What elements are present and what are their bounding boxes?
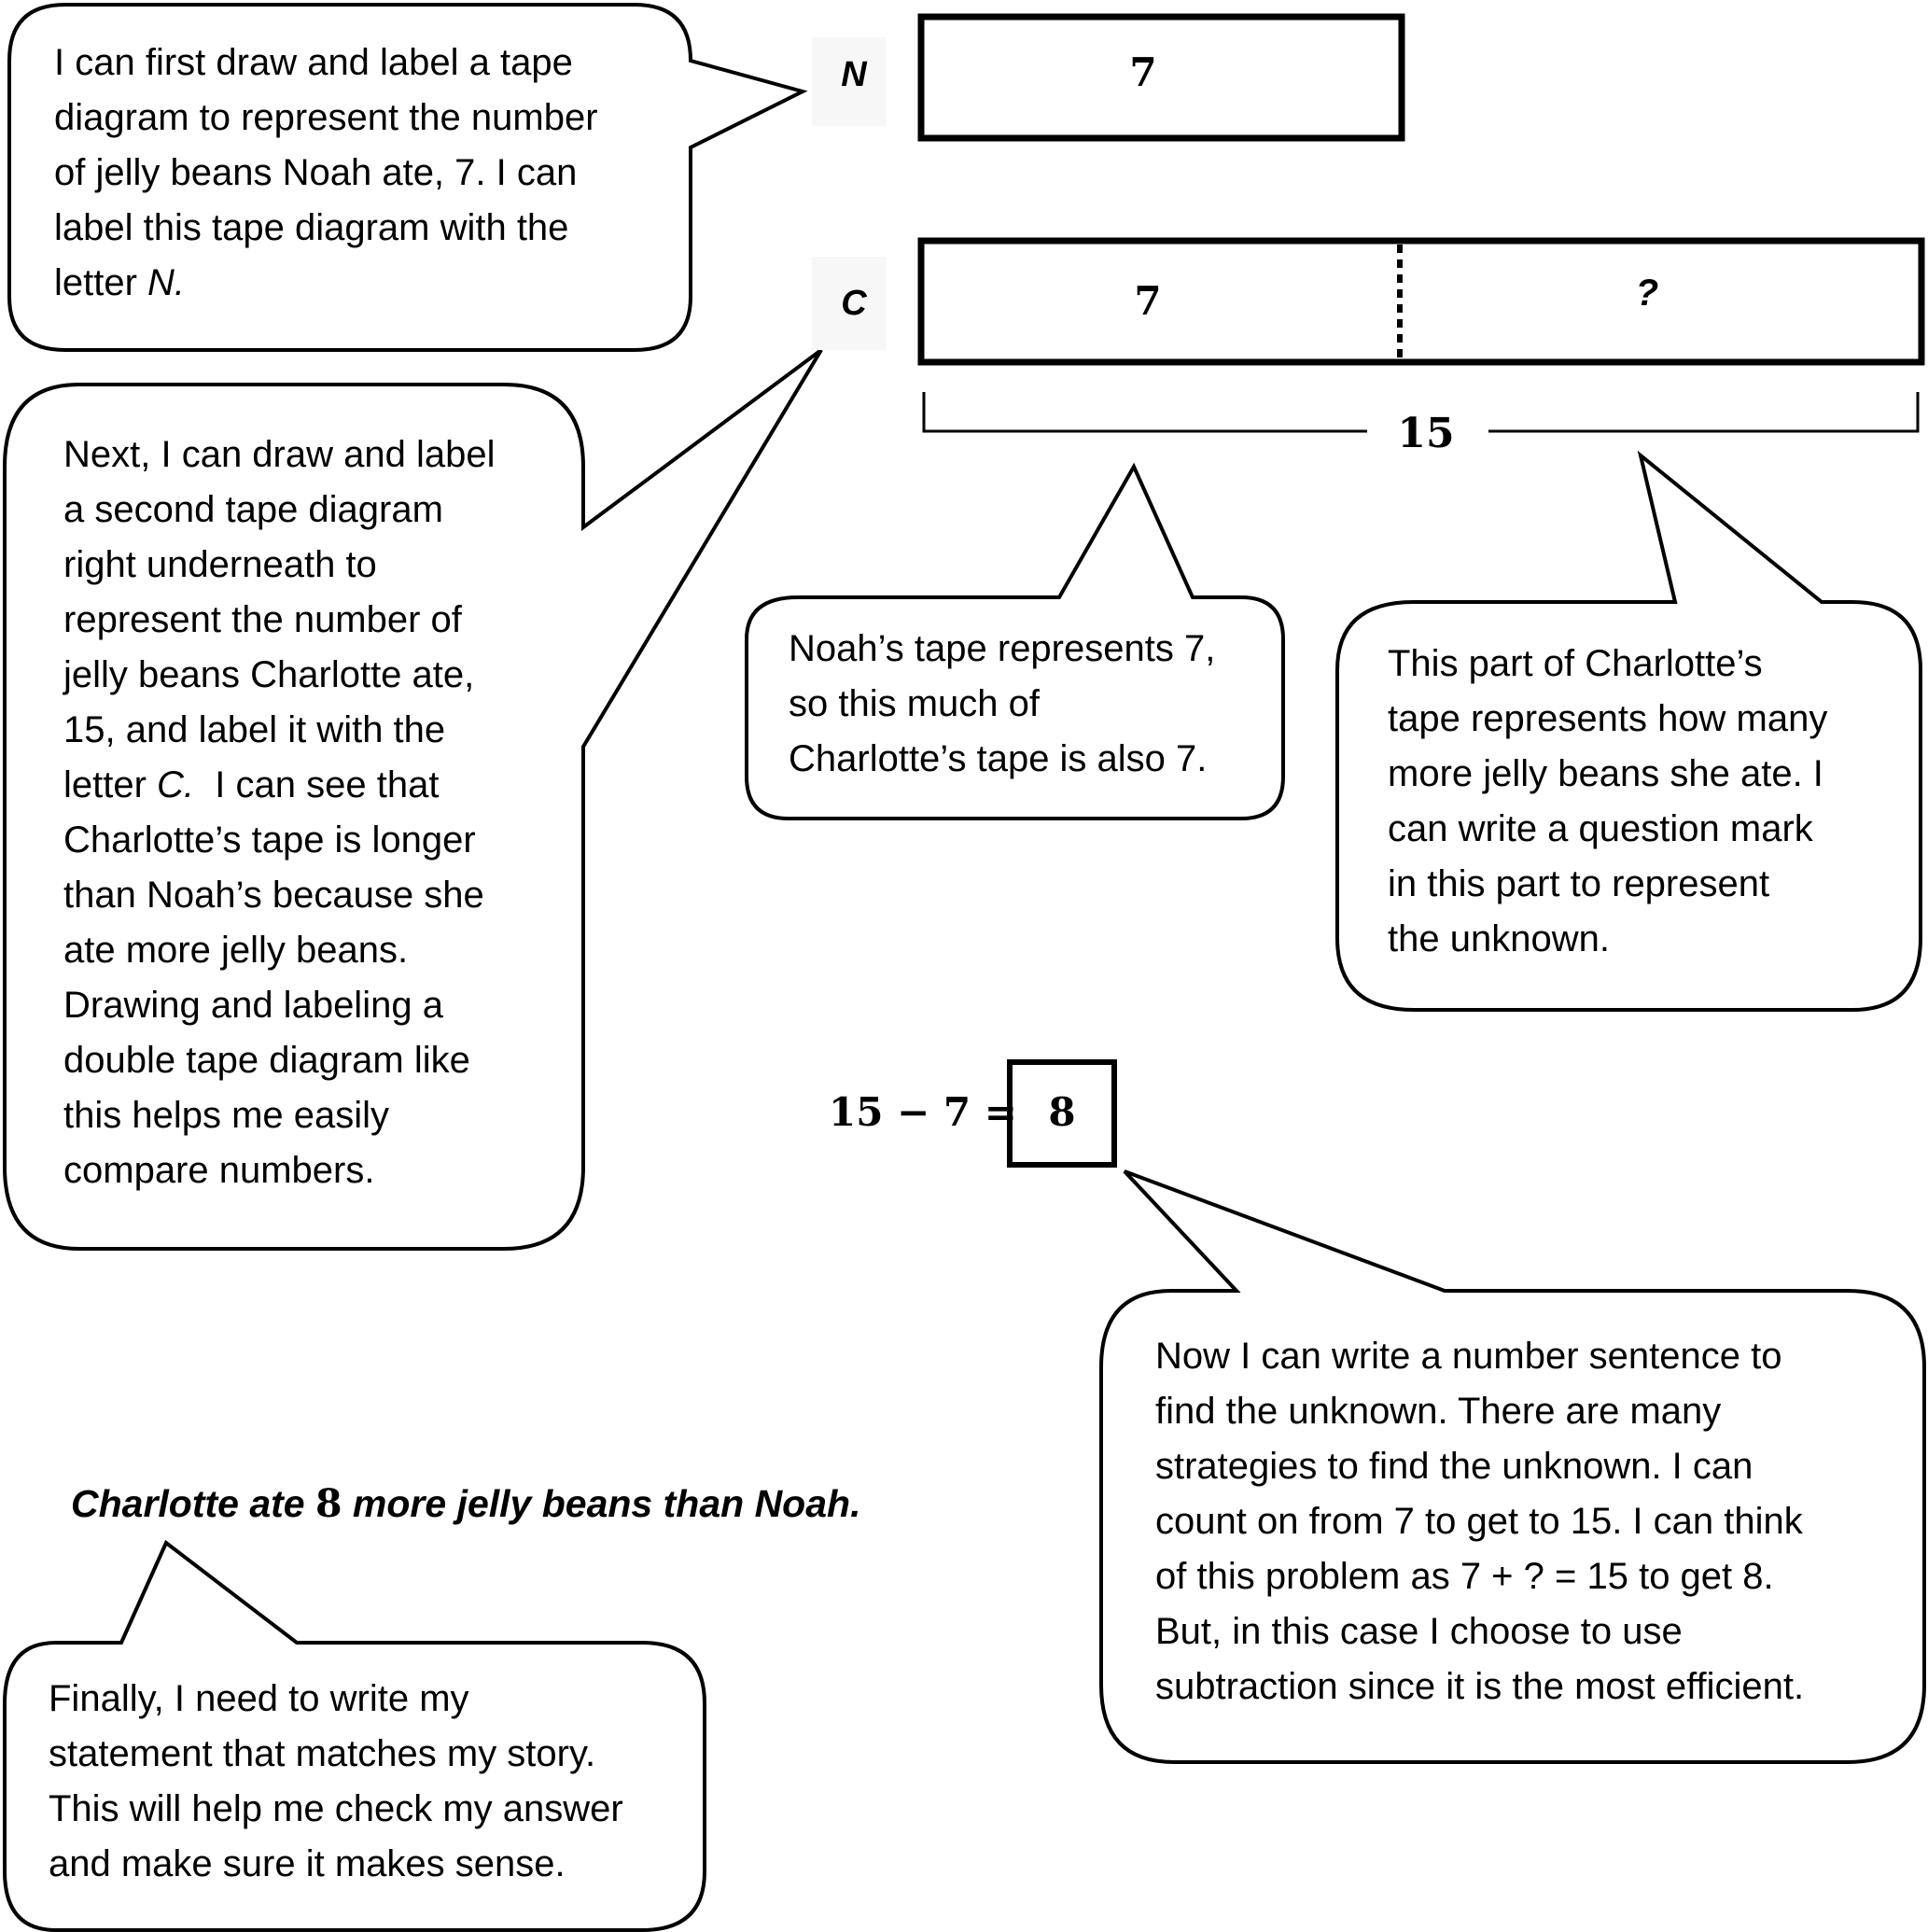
bubble-charlotte-part-line: can write a question mark — [1388, 808, 1813, 849]
final-statement-number: 8 — [315, 1481, 342, 1526]
bubble-charlotte-part-line: in this part to represent — [1388, 863, 1770, 904]
tape-n-value: 7 — [1129, 49, 1157, 95]
bubble-number-sentence-text: Now I can write a number sentence to fin… — [1155, 1329, 1804, 1715]
bubble-step1-line-last: letter N. — [54, 256, 598, 311]
bubble-step2-line: 15, and label it with the — [63, 709, 446, 750]
bubble-charlotte-part-outline — [1335, 450, 1922, 1012]
bubble-number-sentence-line: count on from 7 to get to 15. I can thin… — [1155, 1501, 1803, 1542]
bubble-step2-line: letter — [63, 764, 158, 805]
bubble-noah-part-line: Noah’s tape represents 7, — [789, 628, 1216, 669]
bubble-noah-part-text: Noah’s tape represents 7, so this much o… — [789, 622, 1215, 787]
bubble-step1-line: of jelly beans Noah ate, 7. I can — [54, 152, 578, 193]
bubble-step2-line: represent the number of — [63, 599, 462, 640]
tape-c-known-value: 7 — [1134, 278, 1162, 324]
final-statement-before: Charlotte ate — [71, 1482, 315, 1525]
bubble-step1-line: label this tape diagram with the — [54, 207, 569, 248]
bubble-step1-text: I can first draw and label a tape diagra… — [54, 35, 598, 311]
equation-expression: 15 − 7 = — [829, 1089, 1017, 1135]
bubble-step2-letter-c: C. — [157, 764, 195, 805]
bubble-step1-outline — [7, 3, 808, 352]
bubble-noah-part-line: Charlotte’s tape is also 7. — [789, 738, 1208, 779]
bubble-step1-letter-n: N. — [147, 262, 186, 303]
tape-n-letter: N — [841, 55, 867, 94]
bubble-step2-line: Charlotte’s tape is longer — [63, 819, 476, 861]
bubble-step2-line: a second tape diagram — [63, 489, 443, 530]
bubble-charlotte-part-line: This part of Charlotte’s — [1388, 643, 1763, 684]
bubble-step2-line: right underneath to — [63, 544, 377, 585]
bubble-step2-outline — [2, 348, 823, 1251]
final-statement: Charlotte ate 8 more jelly beans than No… — [71, 1481, 860, 1526]
bubble-step1-line: letter — [54, 262, 148, 303]
final-statement-after: more jelly beans than Noah. — [342, 1482, 861, 1525]
bubble-charlotte-part-line: tape represents how many — [1388, 698, 1828, 739]
bubble-step2-line-letter-c: letter C. I can see that — [63, 758, 495, 813]
bubble-statement-help-line: statement that matches my story. — [49, 1733, 596, 1774]
bubble-step2-line: double tape diagram like — [63, 1040, 470, 1081]
tape-c-letter: C — [841, 284, 867, 323]
bubble-noah-part-outline — [745, 462, 1285, 820]
bubble-statement-help-line: This will help me check my answer — [49, 1788, 623, 1829]
bubble-step1-line: I can first draw and label a tape — [54, 42, 573, 83]
bubble-statement-help-line: Finally, I need to write my — [49, 1678, 469, 1719]
bubble-statement-help-text: Finally, I need to write my statement th… — [49, 1672, 623, 1892]
bubble-step2-line: than Noah’s because she — [63, 875, 484, 916]
bubble-step2-line: Next, I can draw and label — [63, 434, 496, 475]
tape-c-total: 15 — [1397, 410, 1455, 457]
tape-c — [917, 237, 1925, 366]
label-n-background — [812, 37, 887, 126]
bubble-step2-line: I can see that — [194, 764, 440, 805]
bubble-step2-line: this helps me easily — [63, 1095, 390, 1136]
bubble-step2-line: ate more jelly beans. — [63, 930, 409, 971]
bubble-number-sentence-line: But, in this case I choose to use — [1155, 1611, 1683, 1652]
bubble-statement-help-line: and make sure it makes sense. — [49, 1843, 566, 1884]
bubble-charlotte-part-line: the unknown. — [1388, 918, 1610, 959]
bubble-charlotte-part-text: This part of Charlotte’s tape represents… — [1388, 637, 1827, 967]
bubble-number-sentence-line: subtraction since it is the most efficie… — [1155, 1666, 1805, 1707]
total-brace — [922, 392, 1920, 433]
bubble-charlotte-part-line: more jelly beans she ate. I — [1388, 753, 1823, 794]
answer-box — [1007, 1059, 1117, 1168]
bubble-number-sentence-outline — [1099, 1169, 1926, 1764]
tape-n — [917, 13, 1405, 142]
label-c-background — [812, 257, 887, 350]
bubble-step2-line: Drawing and labeling a — [63, 985, 443, 1026]
tape-c-unknown-value: ? — [1635, 273, 1659, 314]
bubble-step2-line: jelly beans Charlotte ate, — [63, 654, 475, 695]
bubble-step2-text: Next, I can draw and label a second tape… — [63, 427, 495, 1198]
bubble-statement-help-outline — [2, 1539, 706, 1932]
bubble-noah-part-line: so this much of — [789, 683, 1041, 724]
bubble-number-sentence-line: Now I can write a number sentence to — [1155, 1336, 1782, 1377]
bubble-step1-line: diagram to represent the number — [54, 97, 598, 138]
bubble-number-sentence-line: find the unknown. There are many — [1155, 1391, 1722, 1432]
bubble-number-sentence-line: of this problem as 7 + ? = 15 to get 8. — [1155, 1556, 1774, 1597]
bubble-step2-line: compare numbers. — [63, 1150, 375, 1191]
bubble-number-sentence-line: strategies to find the unknown. I can — [1155, 1446, 1753, 1487]
equation-answer: 8 — [1048, 1089, 1076, 1135]
